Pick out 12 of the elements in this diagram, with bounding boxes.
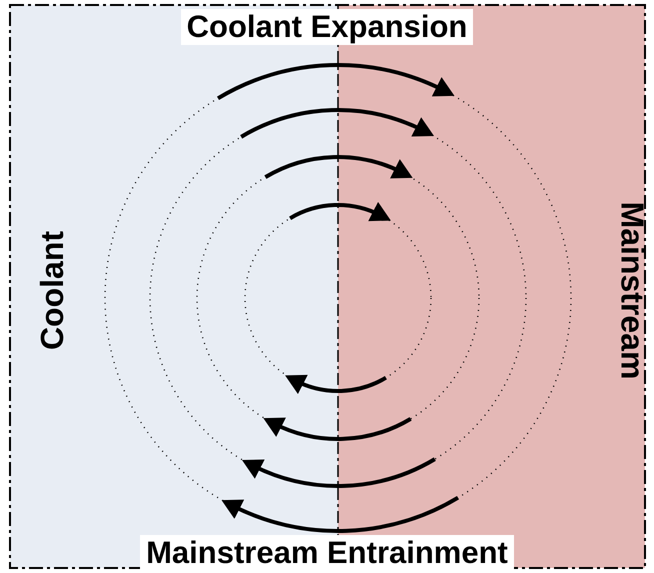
flow-arrow	[242, 457, 436, 488]
diagram-title: Coolant Expansion	[180, 9, 474, 45]
flow-label: Mainstream Entrainment	[140, 535, 514, 571]
region-label: Coolant	[34, 230, 71, 350]
flow-arrow	[240, 108, 434, 139]
flow-arrow	[264, 155, 414, 180]
flow-arrow	[284, 374, 387, 394]
flow-arrow	[262, 416, 412, 441]
flow-arrow	[289, 202, 392, 222]
flow-arrow	[217, 63, 455, 100]
flow-arrow	[221, 496, 459, 533]
region-label: Mainstream	[613, 201, 650, 379]
